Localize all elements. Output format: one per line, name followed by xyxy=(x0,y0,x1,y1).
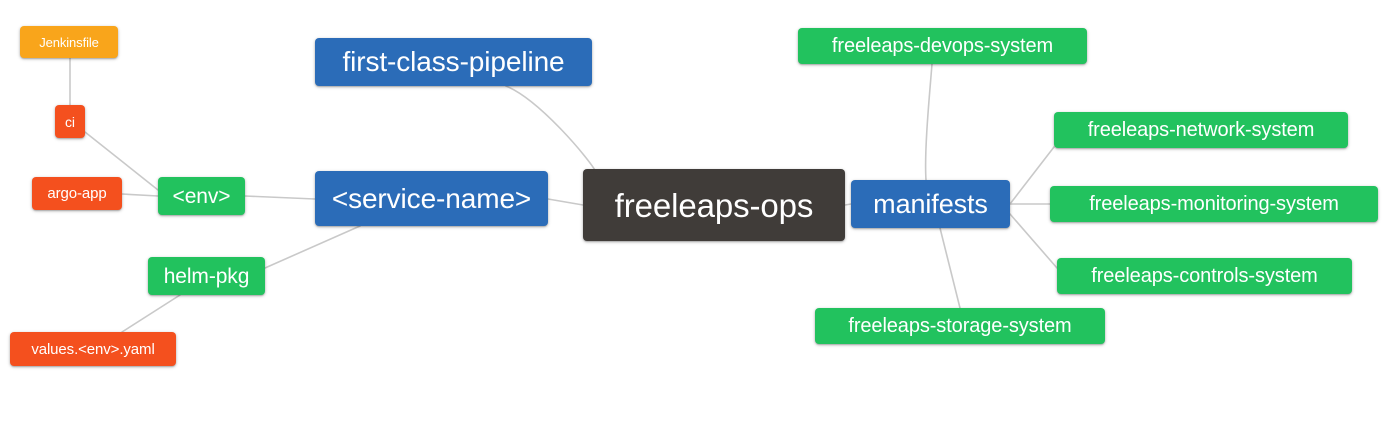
node-env[interactable]: <env> xyxy=(158,177,245,215)
edge-helm-pkg-to-values-yaml xyxy=(121,294,181,333)
edge-root-to-first-class xyxy=(505,85,597,173)
node-label-monitoring-sys: freeleaps-monitoring-system xyxy=(1089,193,1339,215)
edge-manifests-to-network-sys xyxy=(1009,146,1055,205)
node-storage-sys[interactable]: freeleaps-storage-system xyxy=(815,308,1105,344)
node-values-yaml[interactable]: values.<env>.yaml xyxy=(10,332,176,366)
node-monitoring-sys[interactable]: freeleaps-monitoring-system xyxy=(1050,186,1378,222)
node-helm-pkg[interactable]: helm-pkg xyxy=(148,257,265,295)
node-ci[interactable]: ci xyxy=(55,105,85,138)
node-label-service-name: <service-name> xyxy=(331,182,532,214)
node-jenkinsfile[interactable]: Jenkinsfile xyxy=(20,26,118,58)
edge-env-to-ci xyxy=(84,131,159,191)
node-network-sys[interactable]: freeleaps-network-system xyxy=(1054,112,1348,148)
node-label-devops-sys: freeleaps-devops-system xyxy=(831,35,1054,57)
node-service-name[interactable]: <service-name> xyxy=(315,171,548,226)
node-label-root: freeleaps-ops xyxy=(614,186,814,224)
edge-root-to-service-name xyxy=(547,198,584,206)
node-controls-sys[interactable]: freeleaps-controls-system xyxy=(1057,258,1352,294)
edge-service-name-to-env xyxy=(244,195,316,200)
edge-manifests-to-storage-sys xyxy=(939,227,961,309)
node-label-helm-pkg: helm-pkg xyxy=(163,264,250,288)
node-label-first-class: first-class-pipeline xyxy=(342,46,565,77)
node-label-manifests: manifests xyxy=(873,188,988,219)
node-label-env: <env> xyxy=(172,184,231,208)
edge-root-to-manifests xyxy=(844,203,852,206)
node-label-controls-sys: freeleaps-controls-system xyxy=(1091,265,1318,287)
node-label-storage-sys: freeleaps-storage-system xyxy=(848,315,1072,337)
node-label-jenkinsfile: Jenkinsfile xyxy=(39,34,99,50)
node-label-ci: ci xyxy=(65,113,75,130)
node-argo-app[interactable]: argo-app xyxy=(32,177,122,210)
node-root[interactable]: freeleaps-ops xyxy=(583,169,845,241)
edge-service-name-to-helm-pkg xyxy=(264,225,361,269)
node-manifests[interactable]: manifests xyxy=(851,180,1010,228)
edge-env-to-argo-app xyxy=(121,193,159,197)
node-label-network-sys: freeleaps-network-system xyxy=(1087,119,1315,141)
node-first-class[interactable]: first-class-pipeline xyxy=(315,38,592,86)
edge-manifests-to-controls-sys xyxy=(1009,213,1058,269)
node-label-argo-app: argo-app xyxy=(47,185,107,202)
node-devops-sys[interactable]: freeleaps-devops-system xyxy=(798,28,1087,64)
node-label-values-yaml: values.<env>.yaml xyxy=(31,340,155,358)
edge-manifests-to-devops-sys xyxy=(924,63,933,181)
